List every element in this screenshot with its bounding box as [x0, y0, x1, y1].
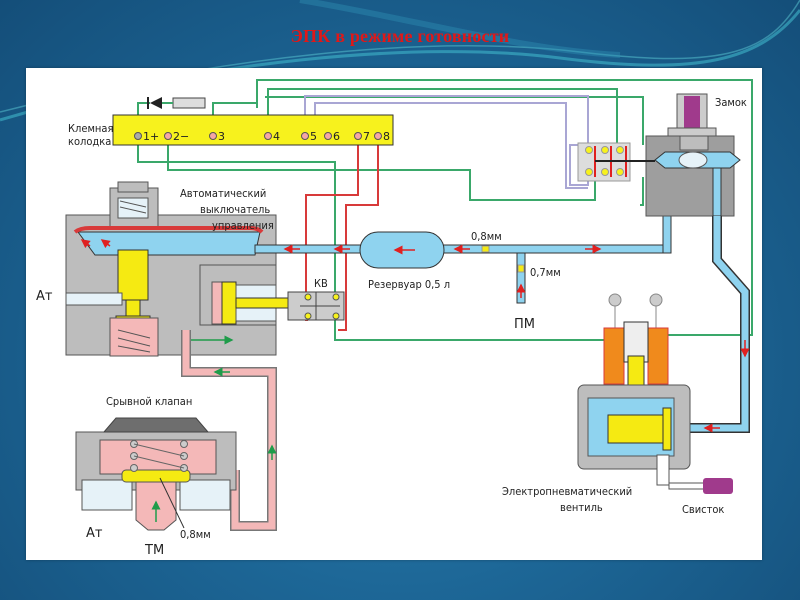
terminal-3-label: 3: [218, 130, 225, 143]
terminal-1-contact: [134, 132, 142, 140]
terminal-2-label: 2−: [173, 130, 189, 143]
terminal-8-label: 8: [383, 130, 390, 143]
terminal-block-label-1: Клемная: [68, 122, 113, 135]
auto-switch-label-1: Автоматический: [180, 187, 266, 200]
ep-valve-label-2: вентиль: [560, 501, 603, 514]
terminal-5-label: 5: [310, 130, 317, 143]
wire-lilac-6: [314, 102, 588, 189]
terminal-7-contact: [354, 132, 362, 140]
terminal-4-label: 4: [273, 130, 280, 143]
ep-valve-label-1: Электропневматический: [502, 485, 632, 498]
pm-label: ПМ: [514, 317, 535, 332]
atm-label-upper: Ат: [36, 289, 53, 304]
wire-green-2: [167, 135, 596, 201]
breakaway-valve: Срывной клапан Ат ТМ 0,8мм: [75, 395, 237, 558]
terminal-block-label-2: колодка: [68, 135, 111, 148]
orifice-08-pipe-label: 0,8мм: [471, 230, 502, 243]
ep-valve: Электропневматический вентиль Свисток: [502, 293, 733, 516]
terminal-4-contact: [264, 132, 272, 140]
terminal-3-contact: [209, 132, 217, 140]
whistle-label: Свисток: [682, 503, 724, 516]
orifice-07-label: 0,7мм: [530, 266, 561, 279]
terminal-7-label: 7: [363, 130, 370, 143]
breakaway-valve-label: Срывной клапан: [106, 395, 192, 408]
kv-contact: КВ: [287, 277, 345, 321]
terminal-5-contact: [301, 132, 309, 140]
wire-red-8: [338, 141, 379, 331]
tm-label: ТМ: [144, 543, 164, 558]
wiring: [137, 79, 753, 341]
terminal-6-label: 6: [333, 130, 340, 143]
lock-label: Замок: [715, 96, 747, 109]
wire-green-1-down: [137, 135, 617, 341]
terminal-2-contact: [164, 132, 172, 140]
terminal-8-contact: [374, 132, 382, 140]
kv-label: КВ: [314, 277, 328, 290]
auto-switch: Автоматический выключатель управления Ат: [36, 181, 297, 357]
resistor-icon: [172, 97, 206, 109]
slide-title: ЭПК в режиме готовности: [290, 26, 510, 46]
pink-pipe: [181, 330, 277, 531]
auto-switch-label-2: выключатель: [200, 203, 270, 216]
wire-green-outer: [256, 79, 753, 336]
wire-green-lock2: [640, 177, 644, 206]
wire-lilac-5: [304, 95, 589, 186]
lock: Замок: [577, 93, 747, 217]
terminal-1-label: 1+: [143, 130, 159, 143]
atm-label-lower: Ат: [86, 526, 103, 541]
wire-green-top: [267, 88, 618, 145]
feed-pipe-right: [680, 216, 750, 433]
reservoir-label: Резервуар 0,5 л: [368, 278, 450, 291]
diode-icon: [150, 97, 162, 109]
auto-switch-label-3: управления: [212, 219, 274, 232]
orifice-08-valve-label: 0,8мм: [180, 528, 211, 541]
terminal-6-contact: [324, 132, 332, 140]
